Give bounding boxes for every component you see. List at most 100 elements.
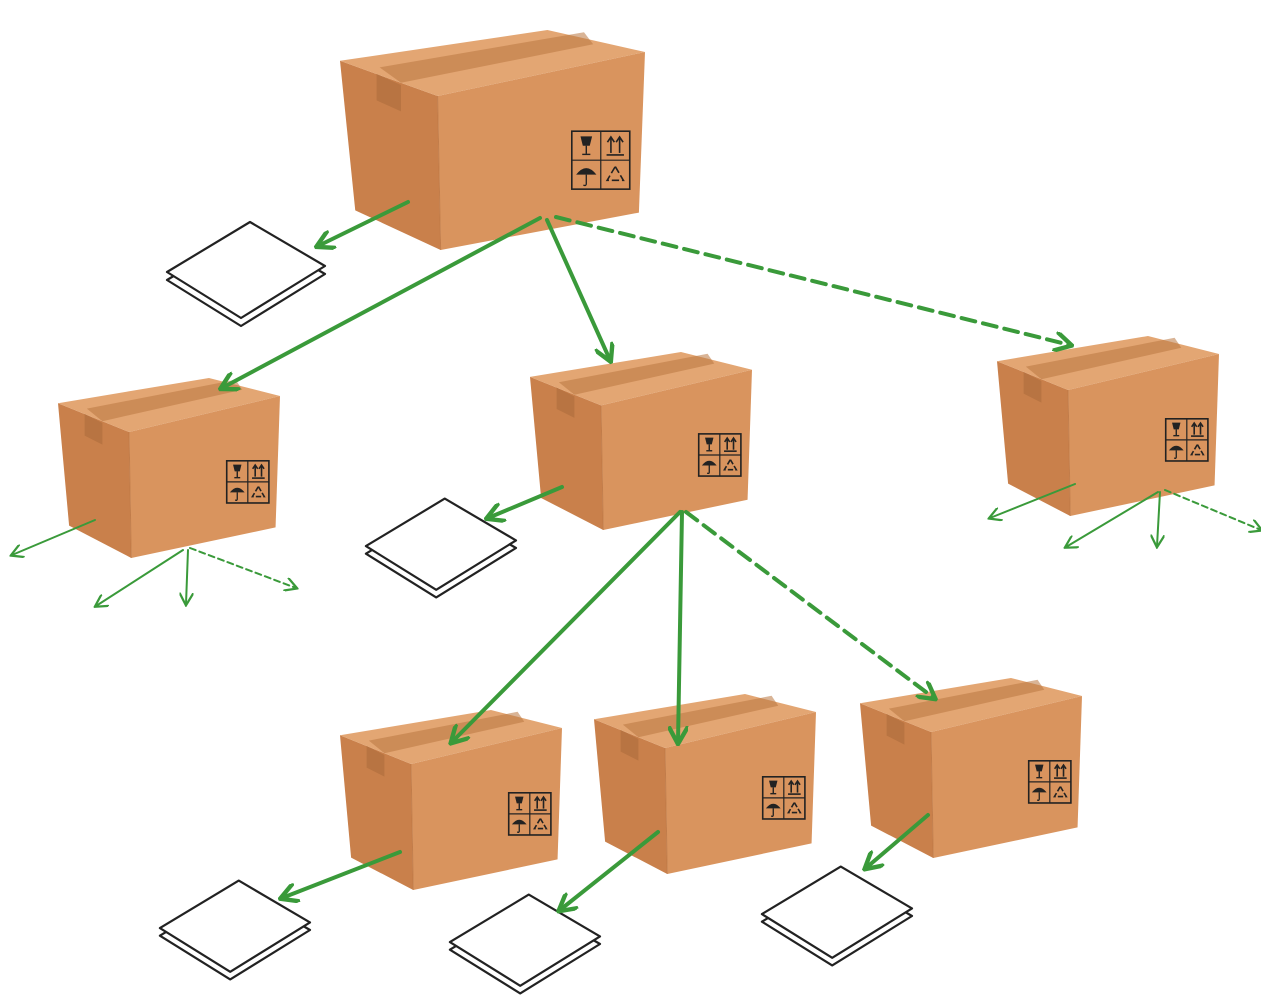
handling-symbols [1027, 759, 1072, 804]
box-front-face [129, 396, 280, 558]
handling-symbols [697, 433, 742, 477]
box-right-child [997, 336, 1219, 517]
document-grand-3-doc [760, 865, 914, 967]
keep-dry-umbrella-icon [701, 460, 717, 475]
box-front-face [1068, 354, 1219, 516]
handling-symbols [761, 775, 806, 820]
keep-dry-umbrella-icon [511, 819, 527, 833]
boxes-layer [58, 30, 1219, 891]
box-tape-flap [1023, 372, 1042, 403]
solid-arrow-root-to-mid-child [545, 218, 610, 360]
solid-arrow-mid-child-to-grand-1 [452, 510, 682, 742]
document-grand-2-doc [448, 893, 602, 995]
this-way-up-icon [606, 135, 624, 156]
box-tape [622, 695, 779, 738]
document-root-doc [165, 220, 327, 328]
handling-symbols [570, 130, 631, 190]
solid-arrow-right-child-to-stub [1066, 491, 1159, 547]
fragile-glass-icon [1172, 422, 1181, 437]
solid-arrow-grand-1-to-grand-1-doc [282, 850, 402, 898]
recycle-icon [1053, 784, 1068, 798]
box-grand-2 [594, 694, 816, 875]
handling-symbols [225, 459, 270, 504]
this-way-up-icon [1190, 421, 1204, 437]
box-left-face [340, 60, 441, 250]
fragile-glass-icon [515, 796, 524, 811]
keep-dry-umbrella-icon [1168, 445, 1184, 459]
recycle-icon [723, 458, 738, 471]
this-way-up-icon [533, 795, 547, 811]
box-tape-flap [366, 746, 385, 777]
handling-symbols [507, 791, 552, 836]
this-way-up-icon [723, 436, 737, 452]
box-tape [368, 711, 525, 754]
box-front-face [601, 369, 752, 530]
box-left-face [58, 403, 132, 558]
documents-layer [158, 220, 914, 995]
box-tape [558, 353, 715, 395]
fragile-glass-icon [769, 780, 778, 795]
keep-dry-umbrella-icon [765, 803, 781, 817]
paper-sheet [760, 865, 914, 959]
keep-dry-umbrella-icon [1031, 787, 1047, 801]
paper-sheet [158, 879, 312, 973]
recycle-icon [533, 816, 548, 830]
recycle-icon [787, 800, 802, 814]
box-mid-child [530, 352, 752, 531]
this-way-up-icon [787, 779, 801, 795]
box-tape-flap [556, 387, 575, 418]
fragile-glass-icon [705, 437, 714, 452]
box-left-face [860, 703, 934, 858]
box-grand-1 [340, 710, 562, 891]
this-way-up-icon [1053, 763, 1067, 779]
solid-arrow-grand-3-to-grand-3-doc [866, 813, 930, 868]
document-grand-1-doc [158, 879, 312, 981]
solid-arrow-left-child-to-stub [12, 519, 96, 555]
fragile-glass-icon [1035, 764, 1044, 779]
solid-arrow-root-to-left-child [222, 216, 542, 388]
solid-arrow-left-child-to-stub [186, 549, 188, 604]
box-tape [888, 679, 1045, 722]
box-tape-flap [620, 730, 639, 761]
box-tape-flap [886, 714, 905, 745]
box-front-face [931, 696, 1082, 858]
box-left-child [58, 378, 280, 559]
keep-dry-umbrella-icon [576, 168, 597, 187]
solid-arrow-root-to-root-doc [318, 200, 410, 246]
solid-arrow-mid-child-to-mid-child-doc [488, 485, 564, 518]
box-grand-3 [860, 678, 1082, 859]
dashed-arrow-root-to-right-child [554, 215, 1070, 345]
dashed-arrow-mid-child-to-grand-3 [684, 510, 934, 698]
box-tape-flap [376, 74, 401, 112]
solid-arrow-right-child-to-stub [990, 483, 1076, 518]
fragile-glass-icon [233, 464, 242, 479]
this-way-up-icon [251, 463, 265, 479]
box-left-face [594, 719, 668, 874]
dashed-arrow-right-child-to-stub [1164, 489, 1261, 530]
recycle-icon [1190, 442, 1205, 456]
keep-dry-umbrella-icon [229, 487, 245, 501]
box-tape [1025, 337, 1182, 380]
paper-sheet [165, 220, 327, 320]
box-left-face [340, 735, 414, 890]
box-front-face [665, 712, 816, 874]
dashed-arrow-left-child-to-stub [189, 547, 296, 588]
solid-arrow-mid-child-to-grand-2 [678, 510, 682, 742]
box-front-face [411, 728, 562, 890]
box-tape [379, 32, 594, 83]
box-root [340, 30, 645, 251]
recycle-icon [251, 484, 266, 498]
solid-arrow-right-child-to-stub [1157, 491, 1160, 546]
handling-symbols [1164, 417, 1209, 462]
edges-layer [12, 200, 1261, 910]
solid-arrow-left-child-to-stub [96, 549, 184, 606]
fragile-glass-icon [580, 136, 593, 156]
box-front-face [437, 52, 645, 250]
paper-sheet [448, 893, 602, 987]
box-left-face [997, 361, 1071, 516]
document-mid-child-doc [364, 497, 518, 599]
box-tape-flap [84, 414, 103, 445]
solid-arrow-grand-2-to-grand-2-doc [560, 830, 660, 910]
paper-sheet [364, 497, 518, 591]
